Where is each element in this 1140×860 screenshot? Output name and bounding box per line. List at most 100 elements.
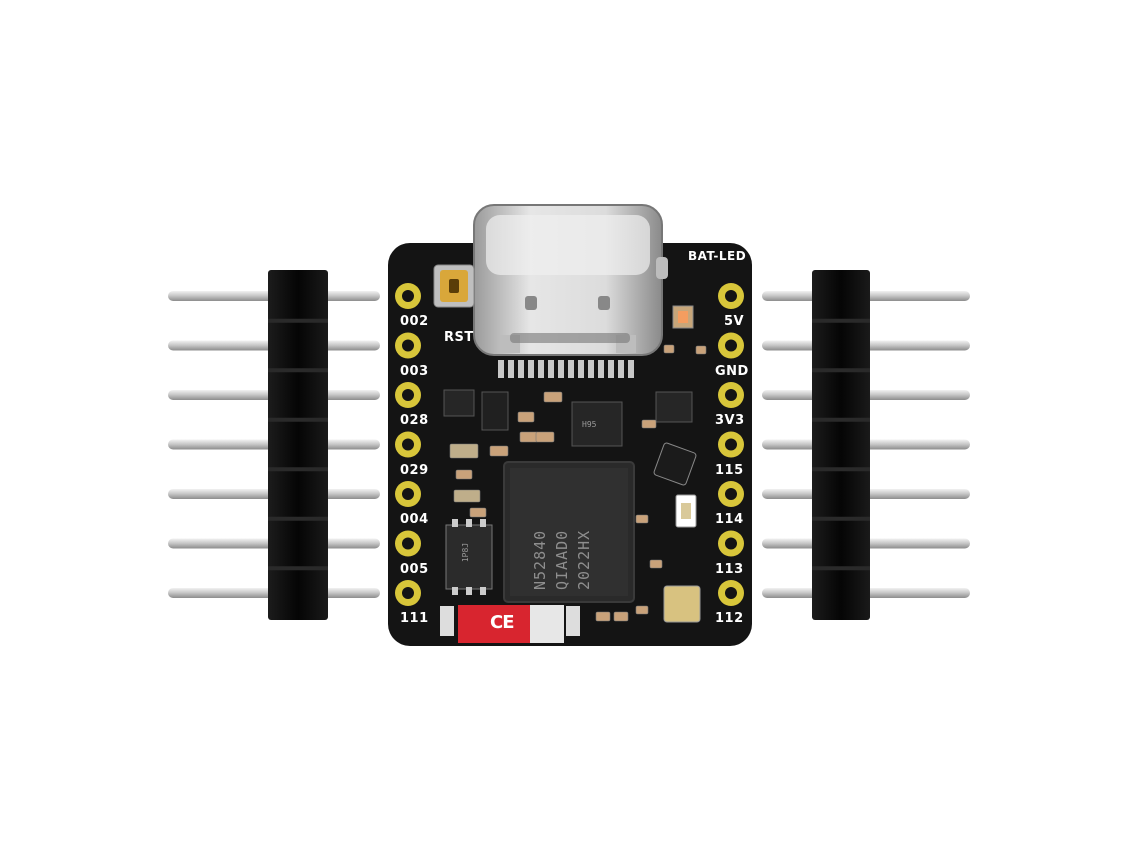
smd-part — [641, 419, 657, 429]
smd-part — [695, 345, 707, 355]
left-pad-hole — [402, 438, 414, 451]
left-header-block-seam — [268, 516, 328, 521]
smd-part — [517, 411, 535, 423]
smd-part — [649, 559, 663, 569]
left-pin-header — [168, 270, 380, 620]
right-pin-header — [762, 270, 970, 620]
usb-contact — [628, 360, 634, 378]
right-header-plastic-block — [812, 270, 870, 620]
right-pad-hole — [725, 488, 737, 500]
right-pad-hole — [725, 587, 737, 599]
usb-contact — [578, 360, 584, 378]
usb-contact — [498, 360, 504, 378]
left-pad-hole — [402, 339, 414, 352]
chip-marking-line-3: 2022HX — [575, 529, 593, 590]
crystal — [663, 585, 701, 623]
left-header-block-seam — [268, 566, 328, 571]
connector-tab — [656, 257, 668, 279]
left-header-block-seam — [268, 318, 328, 323]
smd-part — [535, 431, 555, 443]
usb-contact — [538, 360, 544, 378]
reset-button — [433, 264, 475, 308]
smd-part — [613, 611, 629, 622]
right-pin-label: 115 — [715, 462, 744, 478]
right-header-block-seam — [812, 417, 870, 422]
right-header-block-seam — [812, 516, 870, 521]
right-header-block-seam — [812, 566, 870, 571]
right-pad-hole — [725, 537, 737, 550]
ic-marking: H95 — [582, 420, 597, 429]
inductor — [653, 442, 697, 486]
right-pad-hole — [725, 438, 737, 451]
usb-contact — [548, 360, 554, 378]
regulator-chip — [445, 519, 493, 595]
small-ic — [571, 401, 623, 447]
left-pin-label: 111 — [400, 611, 429, 626]
right-header-block-seam — [812, 368, 870, 373]
smd-part — [543, 391, 563, 403]
left-pin-label: 028 — [400, 413, 429, 428]
smd-part — [519, 431, 539, 443]
right-castellated-pads — [718, 283, 744, 606]
smd-part — [595, 611, 611, 622]
usb-contact — [618, 360, 624, 378]
right-pin-label: GND — [715, 363, 749, 379]
left-pad-hole — [402, 537, 414, 550]
right-pad-hole — [725, 389, 737, 401]
smd-part — [663, 344, 675, 354]
left-pin-label: 004 — [400, 512, 429, 527]
right-pin-label: 114 — [715, 512, 744, 527]
ce-mark: CE — [490, 612, 514, 633]
smd-part — [449, 443, 479, 459]
chip-marking-line-1: N52840 — [531, 529, 549, 590]
small-ic-left — [443, 389, 475, 417]
usb-contact — [588, 360, 594, 378]
left-header-block-seam — [268, 417, 328, 422]
right-header-block-seam — [812, 467, 870, 472]
left-pin-label: 003 — [400, 363, 429, 379]
smd-part — [469, 507, 487, 518]
right-pad-hole — [725, 290, 737, 302]
regulator-marking: 1P8J — [461, 542, 471, 563]
left-pad-hole — [402, 488, 414, 500]
usb-contact — [518, 360, 524, 378]
rst-label: RST — [444, 330, 474, 345]
right-header-block-seam — [812, 318, 870, 323]
nrf52840-chip — [503, 461, 635, 603]
smd-part — [489, 445, 509, 457]
usb-contact — [528, 360, 534, 378]
right-pin-label: 112 — [715, 611, 744, 626]
left-pad-hole — [402, 587, 414, 599]
bottom-pads-area — [440, 605, 580, 643]
led-component — [675, 494, 697, 528]
smd-part — [635, 514, 649, 524]
left-pad-hole — [402, 290, 414, 302]
small-ic-right — [655, 391, 693, 423]
transistor — [481, 391, 509, 431]
usb-contact — [558, 360, 564, 378]
left-header-plastic-block — [268, 270, 328, 620]
left-header-block-seam — [268, 368, 328, 373]
left-pin-label: 002 — [400, 314, 429, 329]
bat-led-label: BAT-LED — [688, 249, 747, 263]
usb-c-connector — [473, 204, 663, 356]
usb-contact — [598, 360, 604, 378]
smd-part — [455, 469, 473, 480]
usb-contact — [568, 360, 574, 378]
right-pin-label: 5V — [724, 314, 745, 329]
smd-components — [449, 344, 707, 622]
chip-marking-line-2: QIAAD0 — [553, 529, 571, 590]
smd-part — [453, 489, 481, 503]
left-pad-hole — [402, 389, 414, 401]
smd-part — [635, 605, 649, 615]
right-pad-hole — [725, 339, 737, 352]
left-header-block-seam — [268, 467, 328, 472]
left-pin-label: 029 — [400, 462, 429, 478]
right-pin-label: 113 — [715, 561, 744, 577]
usb-contact-pins — [498, 360, 634, 378]
usb-contact — [508, 360, 514, 378]
pcb-board — [388, 204, 752, 646]
left-castellated-pads — [395, 283, 421, 606]
